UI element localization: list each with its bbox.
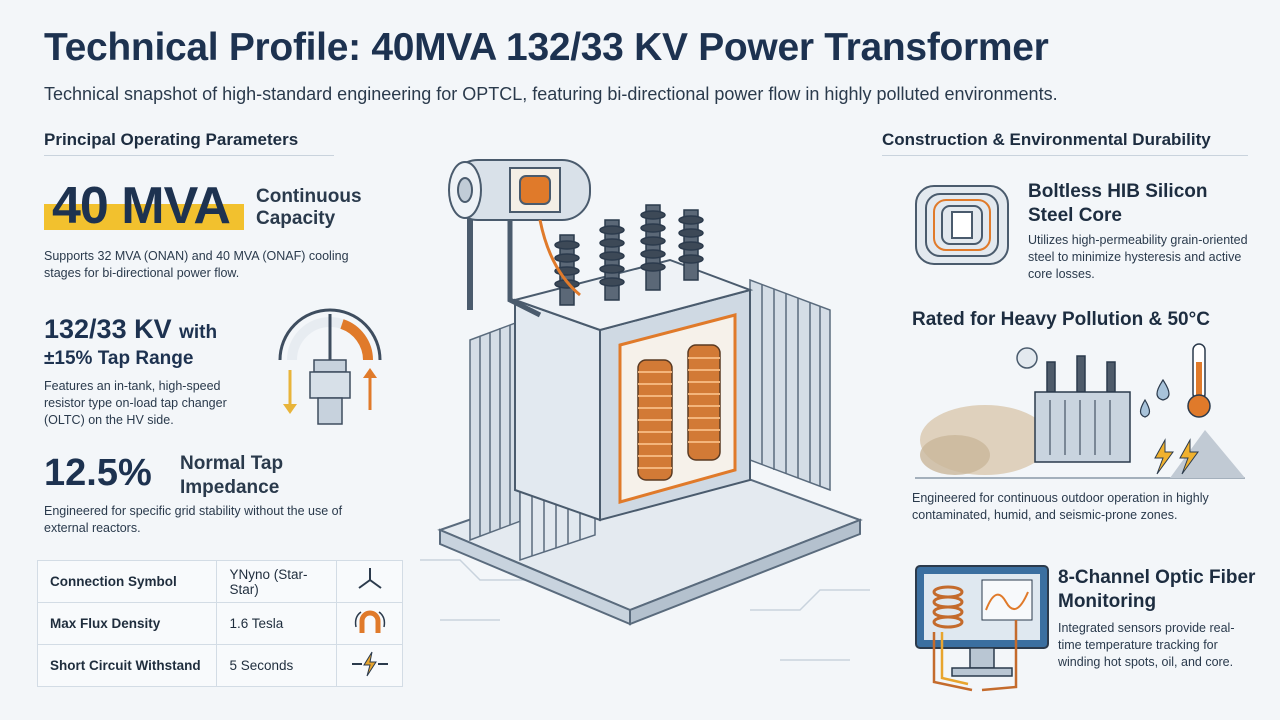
capacity-description: Supports 32 MVA (ONAN) and 40 MVA (ONAF)… — [44, 249, 349, 280]
voltage-with: with — [179, 322, 218, 343]
parameters-table: Connection Symbol YNyno (Star-Star) Max … — [36, 560, 403, 687]
table-row: Connection Symbol YNyno (Star-Star) — [36, 560, 403, 603]
core-icon — [915, 185, 1009, 265]
transformer-illustration — [420, 159, 870, 661]
capacity-number: 40 MVA — [52, 177, 231, 235]
impedance-value: 12.5% — [44, 452, 152, 494]
table-value: 1.6 Tesla — [216, 602, 338, 645]
table-key: Connection Symbol — [36, 560, 218, 603]
pollution-scene-icon — [915, 343, 1245, 479]
voltage-value: 132/33 KV with — [44, 314, 217, 345]
capacity-highlight-bar — [44, 204, 244, 230]
star-connection-icon — [357, 568, 382, 589]
core-description: Utilizes high-permeability grain-oriente… — [1028, 233, 1248, 281]
core-title: Boltless HIB Silicon Steel Core — [1028, 181, 1208, 226]
section-title-construction: Construction & Environmental Durability — [882, 126, 1248, 156]
capacity-label: Continuous Capacity — [256, 186, 362, 229]
monitor-icon — [915, 565, 1049, 692]
monitoring-title: 8-Channel Optic Fiber Monitoring — [1058, 567, 1256, 612]
table-row: Max Flux Density 1.6 Tesla — [36, 602, 403, 645]
table-value: 5 Seconds — [216, 644, 338, 687]
page-subtitle: Technical snapshot of high-standard engi… — [44, 84, 1058, 104]
pollution-title: Rated for Heavy Pollution & 50°C — [912, 309, 1210, 330]
voltage-number: 132/33 KV — [44, 314, 172, 344]
magnet-icon — [354, 610, 385, 633]
tap-changer-gauge-icon — [278, 308, 382, 425]
table-key: Max Flux Density — [36, 602, 218, 645]
lightning-icon — [351, 651, 388, 677]
impedance-label: Normal Tap Impedance — [180, 453, 284, 498]
tap-range: ±15% Tap Range — [44, 348, 194, 369]
table-key: Short Circuit Withstand — [36, 644, 218, 687]
table-value: YNyno (Star-Star) — [216, 560, 338, 603]
voltage-description: Features an in-tank, high-speed resistor… — [44, 379, 227, 427]
monitoring-description: Integrated sensors provide real-time tem… — [1058, 621, 1235, 669]
capacity-value: 40 MVA — [44, 176, 244, 236]
page-title: Technical Profile: 40MVA 132/33 KV Power… — [44, 26, 1049, 69]
impedance-description: Engineered for specific grid stability w… — [44, 504, 343, 535]
section-title-parameters: Principal Operating Parameters — [44, 126, 334, 156]
table-row: Short Circuit Withstand 5 Seconds — [36, 644, 403, 687]
pollution-description: Engineered for continuous outdoor operat… — [912, 491, 1209, 522]
